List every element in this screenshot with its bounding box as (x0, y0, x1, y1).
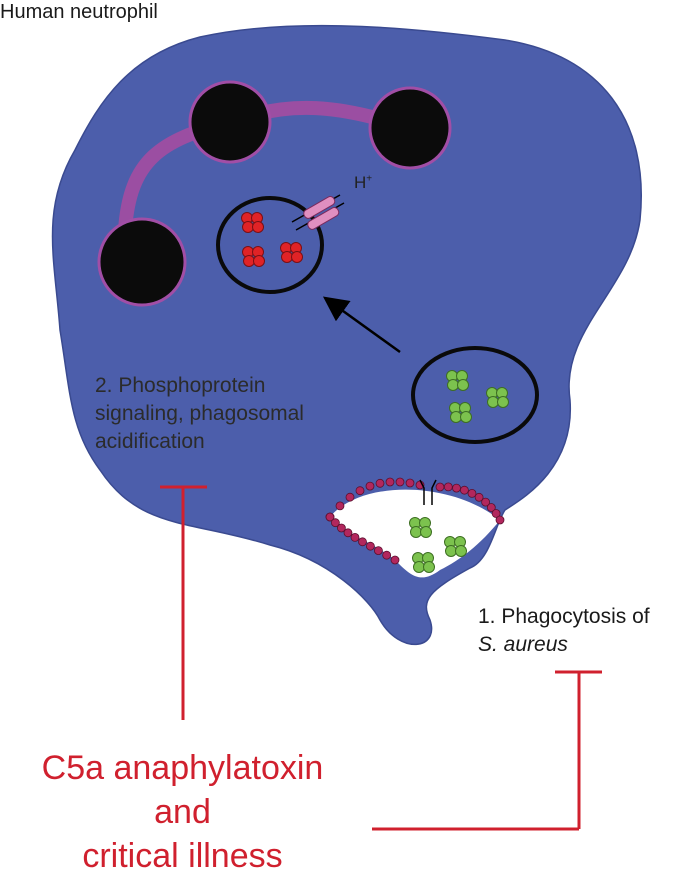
step-2-line-3: acidification (95, 430, 205, 453)
acidified-phagosome (216, 196, 324, 294)
membrane-bead (355, 486, 365, 496)
membrane-bead (486, 503, 496, 512)
membrane-bead (325, 512, 335, 522)
condition-line-1: C5a anaphylatoxin (41, 749, 324, 787)
membrane-bead (358, 537, 367, 547)
step-2-line-2: signaling, phagosomal (95, 402, 304, 425)
membrane-bead (336, 523, 346, 533)
diagram-title: Human neutrophil (0, 1, 158, 23)
membrane-bead (365, 541, 375, 551)
membrane-bead (474, 492, 484, 502)
membrane-bead (390, 555, 400, 565)
proton-charge: + (366, 173, 373, 185)
fc-receptor-icon (419, 479, 437, 505)
membrane-bead (343, 528, 353, 538)
condition-line-3: critical illness (82, 837, 283, 869)
membrane-bead (345, 492, 355, 502)
neutrophil-cell-body (51, 24, 642, 646)
nucleus-lobe-3 (97, 217, 187, 307)
membrane-bead (491, 509, 501, 518)
condition-label: C5a anaphylatoxin and critical illness (0, 746, 365, 869)
nucleus-lobe-1 (188, 80, 272, 164)
nucleus-lobe-2 (368, 86, 452, 170)
step-2-label: 2. Phosphoprotein signaling, phagosomal … (95, 372, 304, 456)
membrane-bead (481, 497, 491, 507)
arrow-icon (322, 296, 401, 354)
membrane-bead (395, 477, 405, 487)
proton-label: H+ (354, 173, 372, 193)
early-phagosome (411, 346, 539, 444)
membrane-bead (459, 485, 469, 495)
membrane-bead (375, 478, 385, 488)
condition-line-2: and (154, 793, 211, 831)
membrane-bead (330, 518, 340, 528)
membrane-bead (382, 550, 392, 560)
proton-pump-icon (291, 194, 345, 231)
membrane-bead (365, 481, 375, 491)
step-1-label: 1. Phagocytosis of S. aureus (478, 603, 650, 659)
membrane-bead (335, 501, 345, 511)
membrane-bead (443, 482, 453, 492)
membrane-bead (405, 478, 415, 488)
step-2-line-1: 2. Phosphoprotein (95, 374, 266, 397)
membrane-bead (385, 477, 395, 487)
inhibition-bar-icon (160, 485, 207, 720)
inhibition-bar-icon (372, 670, 602, 831)
membrane-bead (467, 488, 477, 498)
membrane-bead (452, 483, 461, 493)
membrane-bead (350, 533, 360, 542)
proton-symbol: H (354, 173, 367, 192)
step-1-organism: S. aureus (478, 633, 568, 656)
membrane-bead (373, 546, 383, 555)
membrane-receptor-beads (325, 477, 505, 565)
step-1-line-1: 1. Phagocytosis of (478, 605, 650, 628)
membrane-bead (495, 515, 505, 525)
membrane-bead (435, 482, 445, 492)
